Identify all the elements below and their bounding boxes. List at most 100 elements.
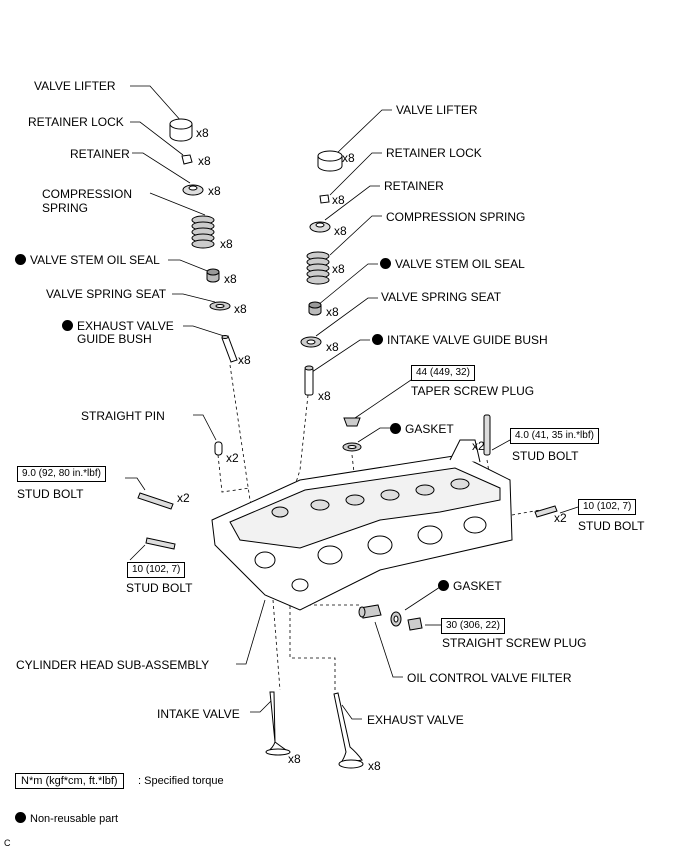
label-stud-bolt-left-upper: STUD BOLT <box>17 487 84 501</box>
leader-exhaust-guide-bush <box>183 325 225 337</box>
label-left-valve-spring-seat: VALVE SPRING SEAT <box>46 287 167 301</box>
nonreusable-mark-icon <box>62 320 73 331</box>
label-right-valve-stem-oil-seal: VALVE STEM OIL SEAL <box>380 257 525 271</box>
leader-left-retainer <box>132 152 191 184</box>
leader-oil-control-filter <box>374 621 403 678</box>
leader-stud-left-lower <box>129 544 146 561</box>
qty-exhaust-guide-bush: x8 <box>238 353 251 367</box>
torque-stud-bolt-left-lower: 10 (102, 7) <box>127 562 186 578</box>
left-compression-spring-part <box>191 215 215 249</box>
leader-stud-right-upper <box>491 439 511 451</box>
qty-left-spring-seat: x8 <box>234 302 247 316</box>
leader-exhaust-valve <box>341 704 362 720</box>
taper-screw-plug-part <box>343 417 361 427</box>
label-left-compression-2: SPRING <box>42 201 89 215</box>
leader-cylinder-head <box>236 599 266 665</box>
label-taper-screw-plug: TAPER SCREW PLUG <box>411 384 535 398</box>
leader-right-spring-seat <box>315 297 378 337</box>
legend-torque-desc: : Specified torque <box>138 775 224 787</box>
label-right-retainer: RETAINER <box>384 179 444 193</box>
cylinder-head-body <box>211 439 513 611</box>
gasket-upper-part <box>342 442 362 452</box>
legend-torque-unit: N*m (kgf*cm, ft.*lbf) <box>15 773 124 789</box>
leader-left-retainer-lock <box>130 121 184 156</box>
label-intake-guide-bush: INTAKE VALVE GUIDE BUSH <box>372 333 548 347</box>
straight-pin-part <box>214 441 223 456</box>
nonreusable-mark-icon <box>15 254 26 265</box>
left-valve-lifter-part <box>169 118 193 142</box>
intake-valve-part <box>265 691 291 756</box>
qty-intake-guide-bush: x8 <box>318 389 331 403</box>
stud-bolt-right-lower-part <box>534 505 558 518</box>
label-straight-screw-plug: STRAIGHT SCREW PLUG <box>442 636 587 650</box>
label-exhaust-guide-bush-1: EXHAUST VALVE <box>62 319 174 333</box>
qty-straight-pin: x2 <box>226 451 239 465</box>
label-right-compression-spring: COMPRESSION SPRING <box>386 210 526 224</box>
qty-right-retainer-lock: x8 <box>332 193 345 207</box>
label-right-valve-lifter: VALVE LIFTER <box>396 103 478 117</box>
stud-bolt-left-upper-part <box>137 492 174 510</box>
torque-straight-screw-plug: 30 (306, 22) <box>441 618 505 634</box>
leader-intake-valve <box>250 699 273 713</box>
qty-stud-bolt-right-upper: x2 <box>472 439 485 453</box>
label-right-retainer-lock: RETAINER LOCK <box>386 146 482 160</box>
label-straight-pin: STRAIGHT PIN <box>81 409 165 423</box>
leader-stud-left-upper <box>125 477 146 491</box>
nonreusable-mark-icon <box>390 423 401 434</box>
qty-left-oil-seal: x8 <box>224 272 237 286</box>
left-retainer-part <box>182 184 204 196</box>
label-left-retainer-lock: RETAINER LOCK <box>28 115 124 129</box>
left-oil-seal-part <box>206 268 220 283</box>
right-compression-spring-part <box>306 251 330 285</box>
torque-taper-screw-plug: 44 (449, 32) <box>411 365 475 381</box>
leader-left-valve-lifter <box>130 85 183 123</box>
qty-right-retainer: x8 <box>334 224 347 238</box>
label-left-valve-stem-oil-seal: VALVE STEM OIL SEAL <box>15 253 160 267</box>
leader-gasket-upper <box>357 427 390 443</box>
qty-right-compression: x8 <box>332 262 345 276</box>
qty-exhaust-valve: x8 <box>368 759 381 773</box>
stud-bolt-right-upper-part <box>483 414 491 456</box>
label-right-valve-spring-seat: VALVE SPRING SEAT <box>381 290 502 304</box>
leader-straight-pin <box>193 414 217 441</box>
legend-nonreusable: Non-reusable part <box>15 812 118 825</box>
left-retainer-lock-part <box>181 154 193 165</box>
qty-stud-bolt-right-lower: x2 <box>554 511 567 525</box>
label-gasket-upper: GASKET <box>390 422 454 436</box>
leader-intake-guide-bush <box>311 339 370 373</box>
label-gasket-lower: GASKET <box>438 579 502 593</box>
intake-guide-bush-part <box>304 365 314 396</box>
label-oil-control-valve-filter: OIL CONTROL VALVE FILTER <box>407 671 572 685</box>
gasket-lower-part <box>390 611 402 627</box>
leader-right-retainer-lock <box>329 152 382 196</box>
qty-stud-bolt-left-upper: x2 <box>177 491 190 505</box>
label-left-valve-lifter: VALVE LIFTER <box>34 79 116 93</box>
qty-right-oil-seal: x8 <box>326 305 339 319</box>
qty-left-retainer: x8 <box>208 184 221 198</box>
leader-right-oil-seal <box>317 263 378 306</box>
label-exhaust-valve: EXHAUST VALVE <box>367 713 464 727</box>
nonreusable-mark-icon <box>380 258 391 269</box>
leader-right-compression <box>329 215 382 256</box>
torque-stud-bolt-right-upper: 4.0 (41, 35 in.*lbf) <box>510 428 599 444</box>
leader-left-spring-seat <box>172 293 216 303</box>
qty-left-valve-lifter: x8 <box>196 126 209 140</box>
label-stud-bolt-right-upper: STUD BOLT <box>512 449 579 463</box>
torque-stud-bolt-left-upper: 9.0 (92, 80 in.*lbf) <box>17 466 106 482</box>
label-exhaust-guide-bush-2: GUIDE BUSH <box>77 332 152 346</box>
nonreusable-mark-icon <box>438 580 449 591</box>
label-left-compression-1: COMPRESSION <box>42 187 133 201</box>
right-retainer-part <box>309 221 331 233</box>
torque-stud-bolt-right-lower: 10 (102, 7) <box>578 499 637 515</box>
qty-left-compression: x8 <box>220 237 233 251</box>
exhaust-guide-bush-part <box>221 335 238 363</box>
right-spring-seat-part <box>300 336 322 348</box>
right-valve-lifter-part <box>317 150 343 172</box>
qty-left-retainer-lock: x8 <box>198 154 211 168</box>
stud-bolt-left-lower-part <box>145 537 176 550</box>
left-spring-seat-part <box>209 301 231 311</box>
label-stud-bolt-right-lower: STUD BOLT <box>578 519 645 533</box>
label-stud-bolt-left-lower: STUD BOLT <box>126 581 193 595</box>
nonreusable-mark-icon <box>372 334 383 345</box>
